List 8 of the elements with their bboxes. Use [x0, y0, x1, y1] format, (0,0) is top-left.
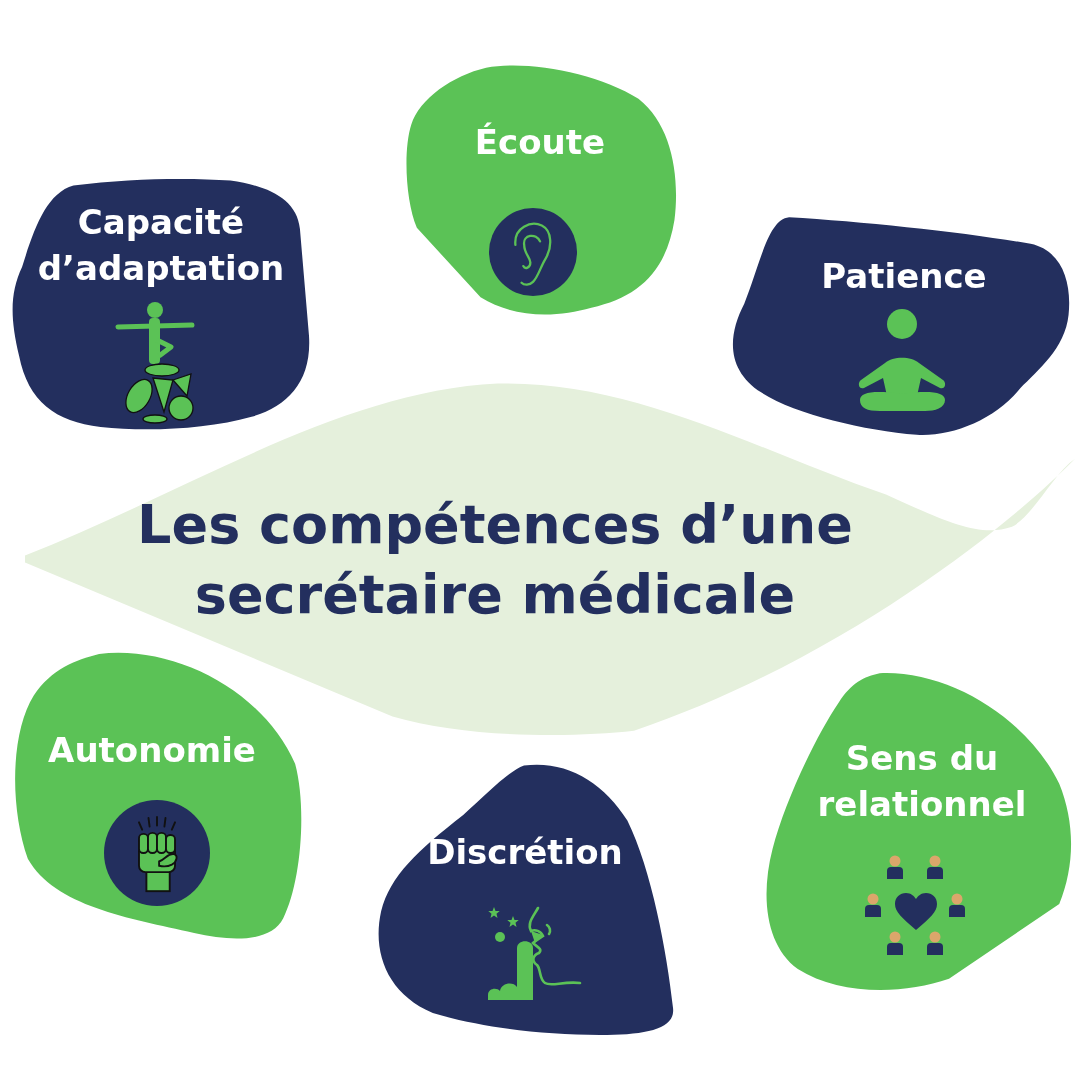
blob-shape	[10, 178, 312, 432]
skill-label: Capacité d’adaptation	[37, 202, 285, 288]
skill-label: Autonomie	[48, 730, 256, 770]
title-text: Les compétences d’une secrétaire médicale	[137, 493, 853, 626]
skill-label: Discrétion	[427, 832, 623, 872]
skill-label: Écoute	[474, 122, 606, 162]
skill-label: Sens du relationnel	[817, 738, 1027, 824]
skill-label: Patience	[821, 256, 987, 296]
